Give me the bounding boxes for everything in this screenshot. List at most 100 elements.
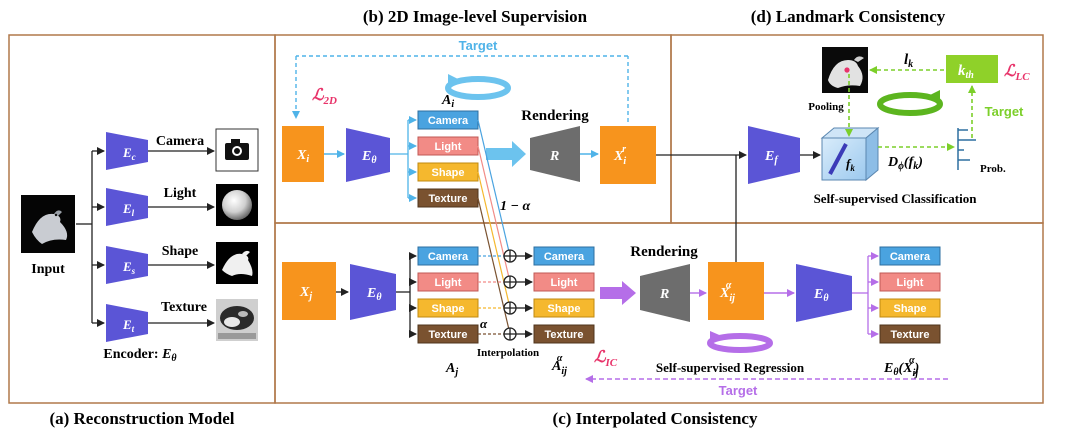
attr-camera-b: Camera [417,110,479,130]
aj-label: Aj [445,361,458,378]
svg-text:Eθ: Eθ [813,287,829,304]
landmark-bird-photo [822,47,868,93]
loss-ic: ℒIC [594,349,618,369]
svg-text:Eθ: Eθ [366,286,382,303]
encoder-f: Ef [748,126,800,184]
svg-text:Light: Light [551,277,578,289]
encoder-output-arrows [148,147,215,327]
svg-text:fk: fk [846,156,855,173]
svg-text:Shape: Shape [431,167,464,179]
pooling-label: Pooling [808,101,844,113]
title-c: (c) Interpolated Consistency [553,409,758,428]
attr-camera-aij: Camera [533,246,595,266]
dphi-label: Dϕ(fk) [887,155,923,172]
target-loop-b [292,55,629,122]
regression-label: Self-supervised Regression [656,360,805,375]
loss-2d: ℒ2D [312,87,337,107]
svg-text:Shape: Shape [431,303,464,315]
attr-shape-b: Shape [417,162,479,182]
svg-text:Light: Light [435,141,462,153]
target-label-d: Target [985,104,1024,119]
encoder-shape: Es [106,246,148,284]
cycle-arrow-d [877,90,943,116]
bird-silhouette [216,242,258,284]
svg-text:Eθ: Eθ [361,149,377,166]
feature-cube: fk [820,126,880,182]
title-a: (a) Reconstruction Model [49,409,234,428]
svg-text:Xijα: Xijα [719,280,735,304]
svg-text:kth: kth [958,63,974,81]
loss-lc: ℒLC [1004,63,1030,83]
svg-text:Et: Et [122,317,135,334]
svg-text:Xir: Xir [613,144,626,167]
svg-text:Camera: Camera [890,251,931,263]
svg-text:Texture: Texture [429,329,468,341]
target-label-b: Target [459,38,498,53]
svg-text:Shape: Shape [893,303,926,315]
branch-lines-c [396,252,417,338]
sphere-icon [216,184,258,226]
input-bird-photo [21,195,75,253]
attr-texture-aij: Texture [533,324,595,344]
svg-text:Es: Es [122,259,136,276]
attr-shape-aj: Shape [417,298,479,318]
svg-text:Ec: Ec [122,145,136,162]
classification-label: Self-supervised Classification [814,191,978,206]
branch-lines-b [390,116,417,202]
attr-light-b: Light [417,136,479,156]
alpha-label: α [480,316,488,331]
svg-text:Xj: Xj [299,285,312,302]
arrow-to-renderer-b [486,141,526,167]
svg-text:Texture: Texture [429,193,468,205]
encoder-branch-lines [76,147,105,327]
camera-icon [215,128,259,172]
image-xij: Xijα [708,262,764,320]
svg-text:Camera: Camera [544,251,585,263]
attr-label-camera: Camera [156,134,204,149]
svg-text:Xi: Xi [296,148,309,165]
prob-label: Prob. [980,163,1006,175]
encoder-theta-c: Eθ [350,264,396,320]
interp-lines-aj [478,255,504,335]
aij-label: Aijα [551,353,567,377]
cycle-arrow-c [707,331,773,353]
ai-label: Ai [441,93,454,110]
rendering-label-c: Rendering [630,244,698,260]
attr-camera-aj: Camera [417,246,479,266]
encoder-theta-b: Eθ [346,128,390,182]
attr-label-shape: Shape [162,244,199,259]
title-d: (d) Landmark Consistency [751,7,946,26]
oplus-out-arrows [516,252,533,338]
attr-texture-aj: Texture [417,324,479,344]
interpolation-label: Interpolation [477,347,539,359]
image-xir: Xir [600,126,656,184]
svg-text:Ef: Ef [764,149,779,166]
arrow-to-renderer-c [600,281,636,305]
svg-text:Light: Light [435,277,462,289]
branch-lines-c2 [852,252,879,338]
kth-box: kth [946,55,998,83]
attr-light-aij: Light [533,272,595,292]
svg-text:R: R [549,149,559,164]
attr-light-out: Light [879,272,941,292]
attr-shape-out: Shape [879,298,941,318]
target-label-c: Target [719,383,758,398]
image-xi: Xi [282,126,324,182]
svg-text:R: R [659,287,669,302]
attr-camera-out: Camera [879,246,941,266]
svg-text:Camera: Camera [428,115,469,127]
renderer-c: R [640,264,690,322]
title-b: (b) 2D Image-level Supervision [363,7,588,26]
svg-text:Camera: Camera [428,251,469,263]
attr-label-texture: Texture [161,300,207,315]
cycle-arrow-b [445,74,511,100]
output-label: Eθ(Xijα) [883,355,919,379]
panel-c-frame [274,222,1044,404]
attr-label-light: Light [164,186,197,201]
image-xj: Xj [282,262,336,320]
attr-texture-b: Texture [417,188,479,208]
renderer-b: R [530,126,580,182]
encoder-camera: Ec [106,132,148,170]
lk-label: lk [904,52,913,70]
